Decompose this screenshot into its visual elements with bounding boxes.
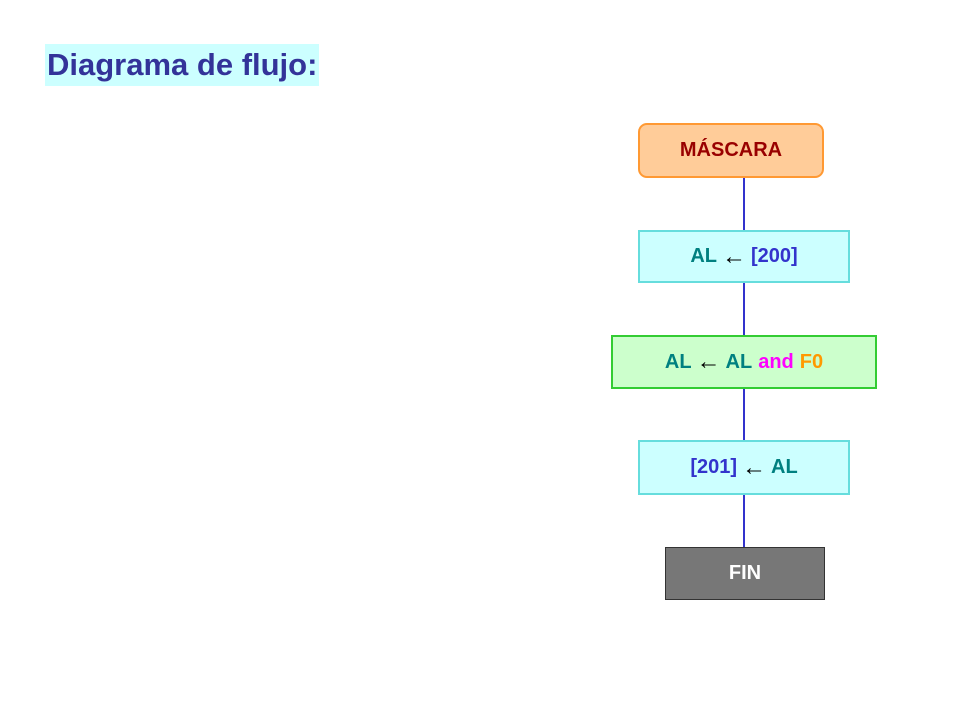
step2-operator: and (758, 350, 794, 373)
left-arrow-icon: ← (696, 348, 721, 375)
connector-start-step1 (743, 178, 745, 230)
flow-start-terminal: MÁSCARA (638, 123, 824, 178)
step2-constant: F0 (799, 350, 824, 373)
step2-operand-register: AL (725, 350, 753, 373)
step2-register: AL (664, 350, 692, 373)
end-label: FIN (728, 562, 762, 584)
flow-end-terminal: FIN (665, 547, 825, 600)
step3-memory: [201] (690, 456, 738, 478)
step1-register: AL (690, 245, 717, 267)
step3-register: AL (771, 456, 798, 478)
left-arrow-icon: ← (721, 242, 746, 270)
flow-step-mask: AL ← AL and F0 (611, 335, 877, 389)
flow-step-load: AL ← [200] (638, 230, 850, 283)
start-label: MÁSCARA (679, 139, 783, 161)
connector-step1-step2 (743, 283, 745, 335)
page-title: Diagrama de flujo: (45, 44, 320, 86)
step1-memory: [200] (750, 245, 798, 267)
connector-step2-step3 (743, 389, 745, 440)
flow-step-store: [201] ← AL (638, 440, 850, 495)
left-arrow-icon: ← (742, 453, 767, 481)
connector-step3-end (743, 495, 745, 547)
